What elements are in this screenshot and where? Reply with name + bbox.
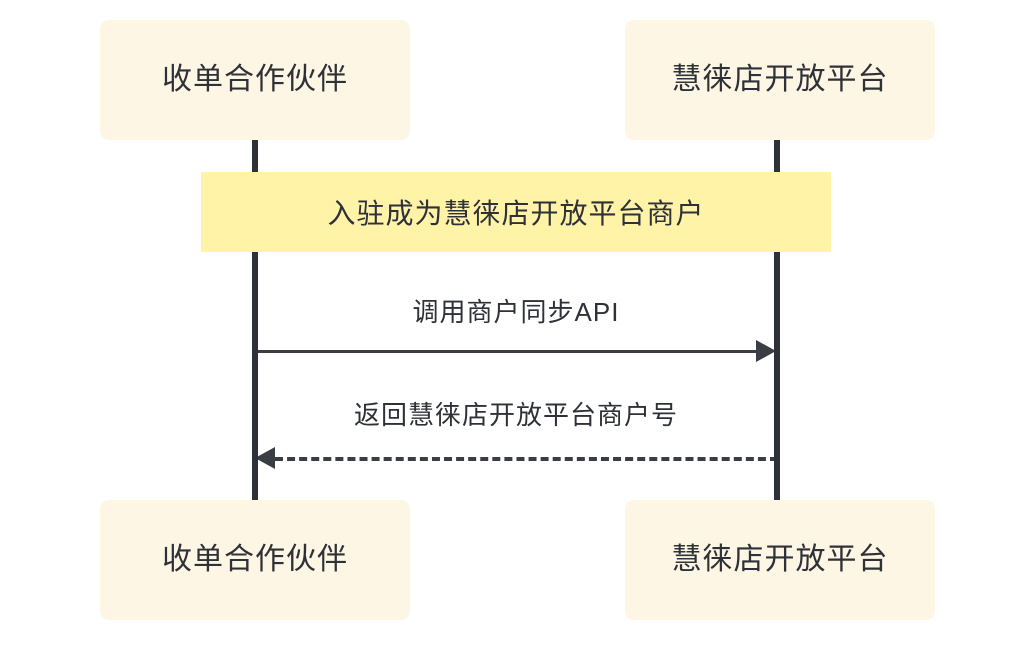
participant-label-partner-bottom: 收单合作伙伴 <box>162 543 348 576</box>
note-onboarding-text: 入驻成为慧徕店开放平台商户 <box>327 198 705 229</box>
arrow-head-left-icon <box>255 447 275 469</box>
message-label-return-merchant-no: 返回慧徕店开放平台商户号 <box>353 400 678 430</box>
lifeline-partner <box>252 140 258 502</box>
participant-label-platform-bottom: 慧徕店开放平台 <box>671 543 889 576</box>
note-onboarding[interactable]: 入驻成为慧徕店开放平台商户 <box>201 172 831 252</box>
lifeline-platform <box>774 140 780 502</box>
participant-box-partner-top[interactable]: 收单合作伙伴 <box>100 20 410 140</box>
participant-box-partner-bottom[interactable]: 收单合作伙伴 <box>100 500 410 620</box>
message-label-sync-api: 调用商户同步API <box>412 297 620 327</box>
message-line-sync-api <box>256 350 758 353</box>
participant-box-platform-bottom[interactable]: 慧徕店开放平台 <box>625 500 935 620</box>
participant-box-platform-top[interactable]: 慧徕店开放平台 <box>625 20 935 140</box>
message-line-return-merchant-no <box>275 457 778 461</box>
arrow-head-right-icon <box>756 340 776 362</box>
participant-label-platform-top: 慧徕店开放平台 <box>671 63 889 96</box>
participant-label-partner-top: 收单合作伙伴 <box>162 63 348 96</box>
